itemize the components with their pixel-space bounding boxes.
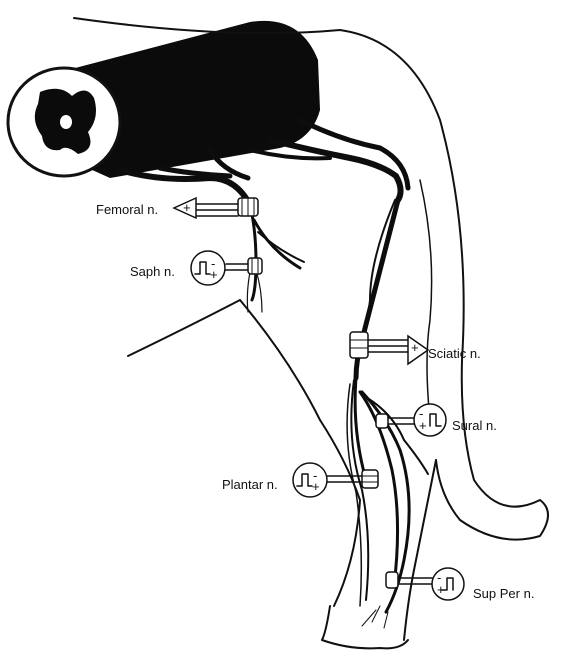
- plantar-label: Plantar n.: [222, 477, 278, 492]
- plantar-stimulator-icon: [293, 463, 327, 497]
- sciatic-cuff: [350, 332, 368, 358]
- saph-label: Saph n.: [130, 264, 175, 279]
- svg-text:+: +: [210, 267, 218, 282]
- femoral-label: Femoral n.: [96, 202, 158, 217]
- sural-cuff: [376, 414, 388, 428]
- central-canal: [60, 115, 72, 129]
- sup-per-cuff: [386, 572, 398, 588]
- svg-text:+: +: [419, 418, 427, 433]
- sup-per-label: Sup Per n.: [473, 586, 534, 601]
- sciatic-arrow-sign: +: [411, 340, 419, 355]
- plantar-stimulator-lead: - + Plantar n.: [222, 463, 362, 497]
- sural-stimulator-lead: - + Sural n.: [388, 404, 497, 436]
- sciatic-label: Sciatic n.: [428, 346, 481, 361]
- sural-label: Sural n.: [452, 418, 497, 433]
- plantar-cuff: [362, 470, 378, 488]
- femoral-arrow-sign: +: [183, 200, 191, 215]
- saph-cuff: [248, 258, 262, 274]
- svg-text:+: +: [437, 582, 445, 597]
- sup-per-stimulator-lead: - + Sup Per n.: [398, 568, 534, 601]
- saph-stimulator-icon: [191, 251, 225, 285]
- svg-text:+: +: [312, 479, 320, 494]
- saph-stimulator-lead: - + Saph n.: [130, 251, 248, 285]
- electrode-cuffs: [238, 198, 398, 588]
- femoral-recording-lead: + Femoral n.: [96, 198, 238, 218]
